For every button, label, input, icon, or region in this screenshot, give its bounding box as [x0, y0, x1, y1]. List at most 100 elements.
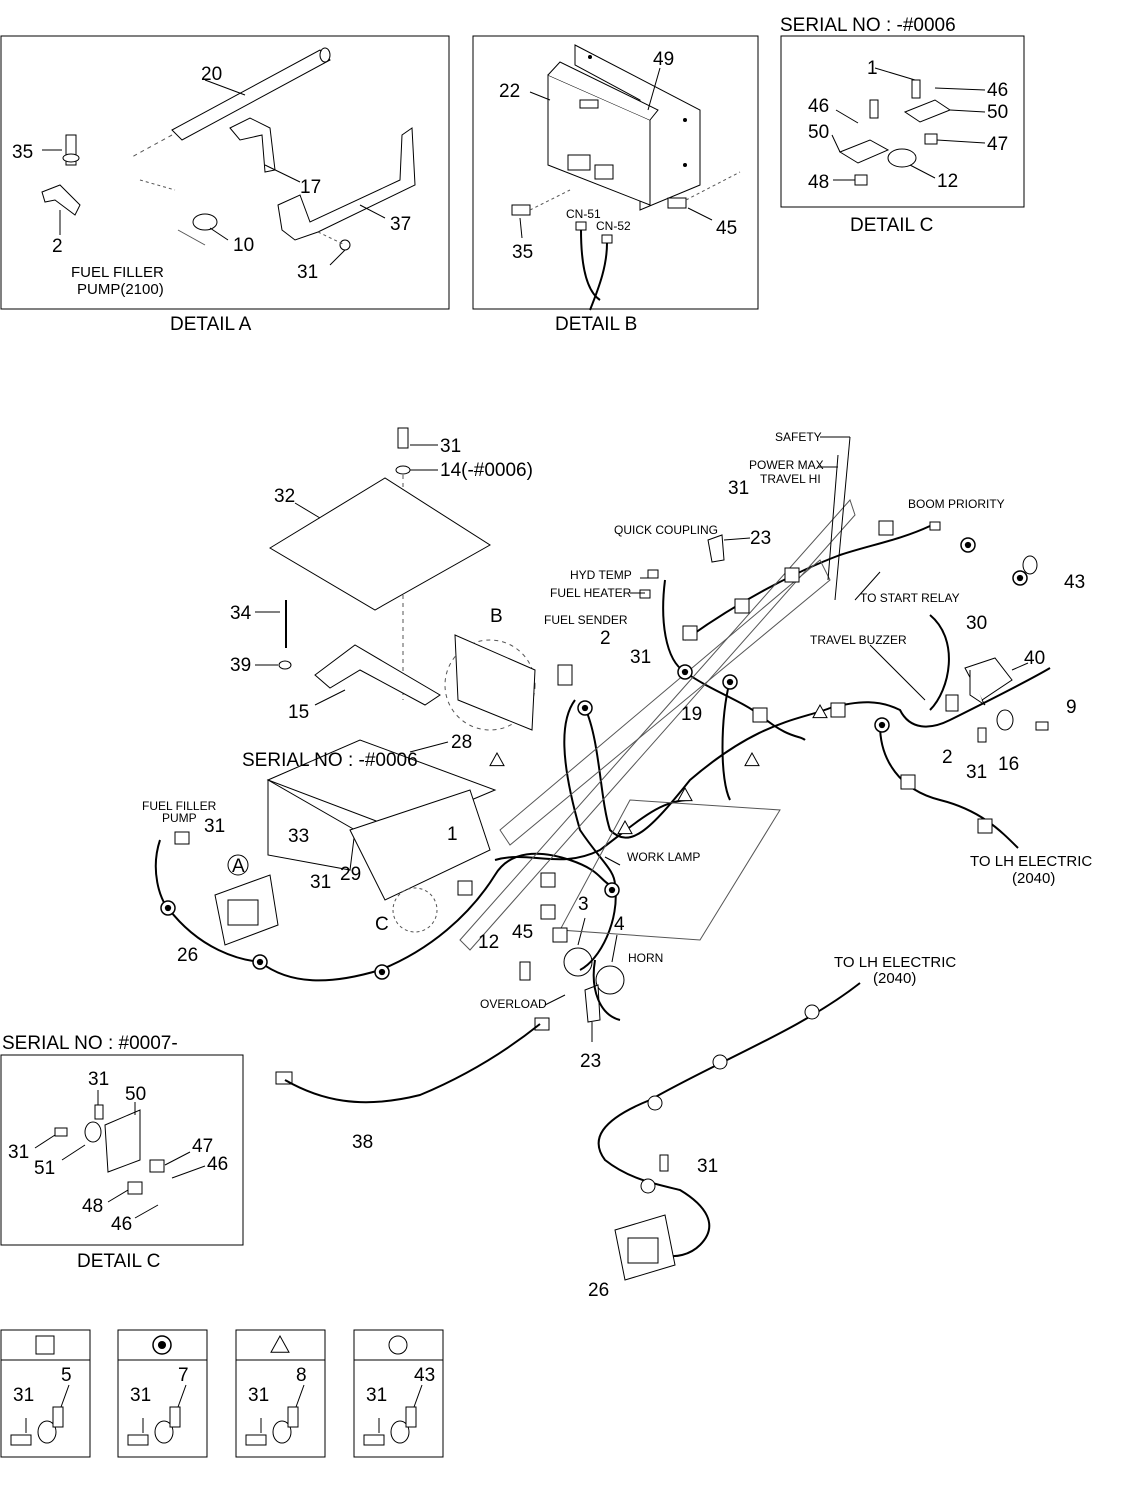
- callout-45: 45: [716, 218, 737, 239]
- harness-to-lh-1: [879, 724, 1019, 849]
- callout-16: 16: [998, 754, 1019, 775]
- legend-frame: [117, 1329, 208, 1458]
- clip-2-b: [945, 694, 959, 712]
- callout-31-e: 31: [966, 762, 987, 783]
- harness-link: [494, 799, 691, 861]
- detail-a-panel: 20 35 17 37 2 10 31 FUEL FILLER PUMP(210…: [0, 35, 450, 335]
- callout-20: 20: [201, 64, 222, 85]
- callout-26-a: 26: [177, 945, 198, 966]
- legend-bolt-number: 31: [248, 1385, 269, 1406]
- callout-48: 48: [82, 1196, 103, 1217]
- relay-12: [887, 148, 917, 168]
- dash-10a: [139, 179, 176, 191]
- leader-50b: [831, 134, 841, 153]
- callout-35: 35: [12, 142, 33, 163]
- legend-bolt-icon: [363, 1434, 385, 1446]
- legend-clip-tab: [405, 1406, 417, 1428]
- harness-markers: [160, 520, 1028, 1194]
- square-marker: [457, 880, 473, 896]
- leader-4: [611, 934, 618, 963]
- clip-43-part: [1022, 555, 1038, 575]
- plate-50-a: [903, 99, 952, 123]
- connector-label-cn52: CN-52: [596, 219, 631, 233]
- dot-circle-center: [256, 958, 264, 966]
- bolt-31-g: [659, 1154, 669, 1172]
- main-callouts: 31 14(-#0006) 32 34 39 15 28 33 1 29 31 …: [177, 436, 1085, 1301]
- legend-leader-clip: [60, 1384, 70, 1408]
- label-serial-mid: SERIAL NO : -#0006: [242, 750, 418, 771]
- leader-travel-buzzer: [869, 644, 926, 701]
- callout-15: 15: [288, 702, 309, 723]
- callout-47: 47: [987, 134, 1008, 155]
- leader-22: [529, 91, 551, 101]
- square-marker: [552, 927, 568, 943]
- callout-2: 2: [52, 236, 63, 257]
- plate-hole: [683, 163, 687, 167]
- callout-31b: 31: [8, 1142, 29, 1163]
- connector-cn51: [575, 221, 587, 231]
- controller-port-2: [594, 164, 614, 180]
- clamp-part: [229, 117, 276, 173]
- callout-49: 49: [653, 49, 674, 70]
- square-marker: [682, 625, 698, 641]
- callout-31-f: 31: [697, 1156, 718, 1177]
- frame-member-b: [499, 559, 831, 846]
- legend-bolt-number: 31: [13, 1385, 34, 1406]
- controller-top: [547, 61, 659, 121]
- detail-ref-c: C: [375, 914, 389, 935]
- bracket-23-a: [707, 534, 725, 563]
- leader-1: [874, 67, 916, 81]
- leader-45: [687, 207, 713, 221]
- label-safety: SAFETY: [775, 430, 822, 444]
- conn-hyd-temp: [647, 569, 659, 579]
- detail-c-top-frame: [780, 35, 1025, 208]
- callout-33: 33: [288, 826, 309, 847]
- bolt-45: [667, 197, 687, 209]
- legend-bolt-icon: [10, 1434, 32, 1446]
- triangle-marker: [677, 786, 693, 802]
- callout-4: 4: [614, 914, 625, 935]
- label-to-lh-1: TO LH ELECTRIC: [970, 853, 1092, 870]
- leader-12: [909, 164, 936, 179]
- bracket-15: [314, 644, 441, 706]
- leader-32: [294, 502, 321, 519]
- callout-48: 48: [808, 172, 829, 193]
- harness-38: [284, 1023, 541, 1104]
- legend-bolt-number: 31: [130, 1385, 151, 1406]
- dot-circle-center: [1016, 574, 1024, 582]
- callout-26-b: 26: [588, 1280, 609, 1301]
- main-assembly: [154, 427, 1051, 1281]
- triangle-marker: [744, 751, 760, 767]
- tube-end: [319, 47, 331, 63]
- leader-c31b: [34, 1134, 56, 1149]
- bolt-31-h: [94, 1104, 104, 1120]
- conn-boom-priority: [929, 521, 941, 531]
- detail-b-panel: 49 22 35 45 CN-51 CN-52 DETAIL B: [472, 35, 759, 335]
- dot-circle-center: [157, 1340, 167, 1350]
- conn-fuel-sender: [557, 664, 573, 686]
- legend-bolt-icon: [245, 1434, 267, 1446]
- dot-circle-center: [378, 968, 386, 976]
- callout-40: 40: [1024, 648, 1045, 669]
- bolt-path-b: [529, 189, 571, 211]
- label-fuel-sender: FUEL SENDER: [544, 613, 628, 627]
- legend-leader-clip: [177, 1384, 187, 1408]
- detail-c-bottom-title: DETAIL C: [77, 1251, 160, 1272]
- triangle-marker: [270, 1334, 290, 1353]
- callout-46a: 46: [207, 1154, 228, 1175]
- controller-window: [579, 99, 599, 109]
- legend-clip-icon: [272, 1420, 292, 1444]
- callout-1: 1: [447, 824, 458, 845]
- serial-label-top: SERIAL NO : -#0006: [780, 15, 956, 36]
- callout-38: 38: [352, 1132, 373, 1153]
- leader-c46a: [171, 1165, 206, 1179]
- tube-centerline: [129, 134, 173, 159]
- leader-31a: [329, 249, 346, 266]
- callout-31-a: 31: [204, 816, 225, 837]
- callout-43: 43: [1064, 572, 1085, 593]
- horn-4: [595, 965, 625, 995]
- dot-circle-center: [581, 704, 589, 712]
- frame-member-a: [459, 499, 856, 951]
- callout-50a: 50: [987, 102, 1008, 123]
